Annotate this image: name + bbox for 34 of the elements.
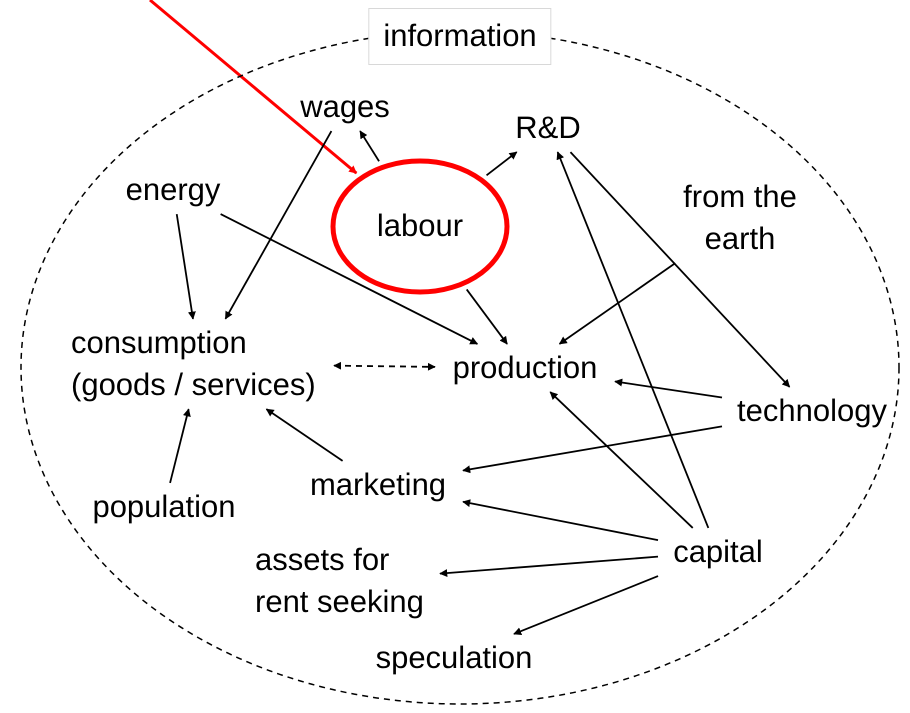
- arrow: [224, 130, 332, 320]
- arrow: [550, 391, 694, 529]
- arrow: [176, 214, 196, 320]
- node-label: capital: [663, 530, 773, 574]
- node-label: consumption (goods / services): [71, 322, 329, 406]
- highlight-ellipse: [330, 158, 510, 295]
- arrow: [466, 288, 508, 345]
- node-label: R&D: [508, 106, 588, 150]
- arrow: [570, 151, 790, 388]
- arrow: [359, 130, 380, 162]
- node-label: technology: [727, 390, 897, 432]
- arrow: [266, 408, 344, 462]
- arrow: [556, 151, 710, 528]
- node-label: speculation: [359, 636, 549, 680]
- arrow: [614, 378, 722, 398]
- arrow: [439, 556, 658, 578]
- arrow: [220, 213, 478, 345]
- arrow: [149, 0, 358, 174]
- node-label: population: [79, 486, 249, 528]
- arrow: [462, 425, 722, 474]
- node-label: production: [440, 346, 610, 390]
- node-label: marketing: [298, 464, 458, 506]
- dashed-arrow: [333, 362, 436, 371]
- arrow: [486, 151, 518, 176]
- node-label: wages: [290, 86, 400, 128]
- arrow: [169, 408, 191, 484]
- node-label: assets for rent seeking: [255, 538, 435, 624]
- arrow: [513, 575, 658, 635]
- node-label: labour: [376, 207, 464, 246]
- node-label: energy: [113, 168, 233, 212]
- arrow: [462, 499, 658, 542]
- arrow: [558, 262, 676, 345]
- node-label: from the earth: [665, 176, 815, 260]
- heading-label: information: [368, 8, 552, 66]
